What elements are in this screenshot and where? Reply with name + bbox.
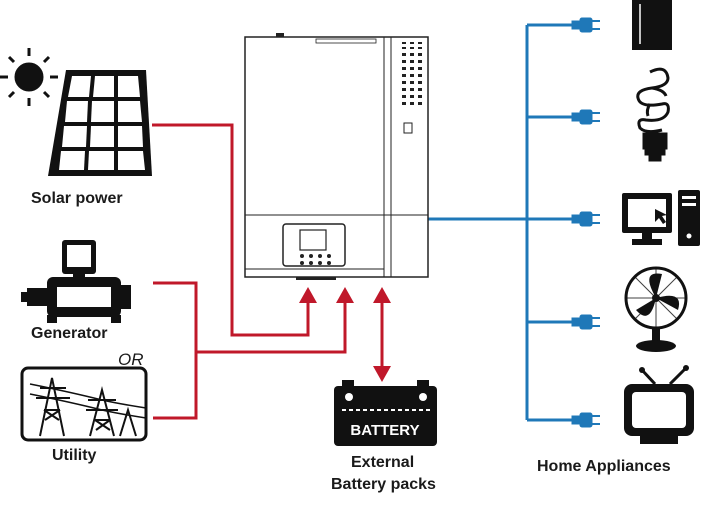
fan-icon <box>624 266 688 352</box>
battery-label-line2: Battery packs <box>331 476 436 493</box>
ac-output-wires <box>428 23 575 422</box>
plug-icon <box>571 314 600 330</box>
home-appliances-label: Home Appliances <box>537 458 671 475</box>
battery-icon: BATTERY <box>334 380 437 446</box>
inverter-unit <box>244 33 429 280</box>
or-label: OR <box>118 350 144 369</box>
utility-label: Utility <box>52 447 97 464</box>
solar-power-label: Solar power <box>31 190 123 207</box>
ac-input-arrowheads <box>299 287 391 382</box>
plug-icon <box>571 109 600 125</box>
battery-label-line1: External <box>351 454 415 471</box>
bulb-icon <box>636 67 670 162</box>
generator-label: Generator <box>31 325 108 342</box>
solar-panel-icon <box>48 70 152 176</box>
solar-wire <box>152 123 310 337</box>
plug-icon <box>571 211 600 227</box>
generator-icon <box>21 240 131 323</box>
sun-icon <box>0 48 58 106</box>
plug-icon <box>571 412 600 428</box>
power-tower-icon <box>20 366 148 442</box>
generator-wire <box>153 281 347 354</box>
plug-icon <box>571 17 600 33</box>
refrigerator-icon <box>632 0 672 50</box>
utility-wire <box>153 352 198 420</box>
ac-input-wires <box>152 123 384 420</box>
computer-icon <box>622 190 700 246</box>
tv-icon <box>624 365 694 444</box>
plug-icons <box>571 17 600 428</box>
lcd-screen <box>299 229 327 251</box>
battery-box-text: BATTERY <box>350 422 419 439</box>
